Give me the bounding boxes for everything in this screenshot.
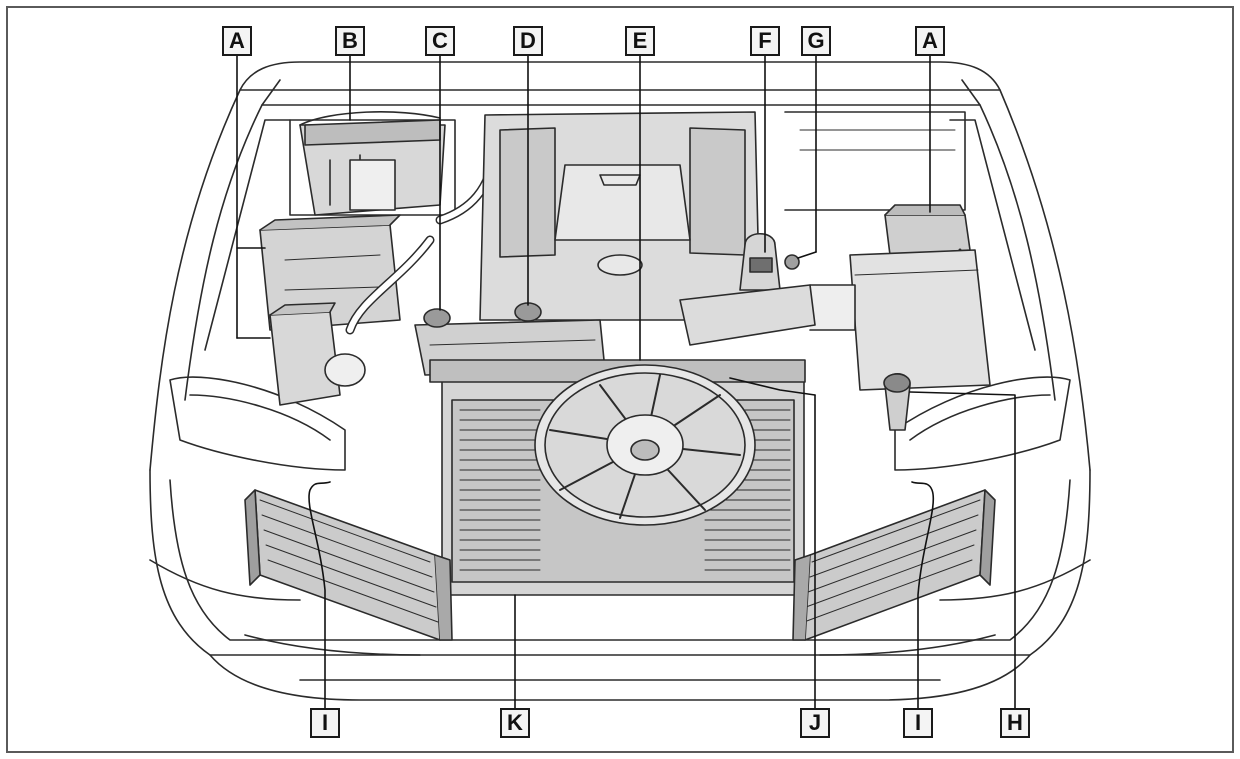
callout-k: K [500, 708, 530, 738]
callout-h: H [1000, 708, 1030, 738]
battery [299, 111, 446, 216]
vehicle-body-outline [149, 61, 1091, 701]
callout-e: E [625, 26, 655, 56]
callout-j: J [800, 708, 830, 738]
washer-fluid-cap [883, 372, 911, 431]
callout-g: G [801, 26, 831, 56]
engine-cover [479, 111, 761, 321]
callout-a-right: A [915, 26, 945, 56]
intercooler-left [244, 489, 453, 641]
air-filter-box [679, 249, 991, 391]
callout-f: F [750, 26, 780, 56]
callout-b: B [335, 26, 365, 56]
callout-d: D [513, 26, 543, 56]
brake-fluid-reservoir [739, 232, 781, 291]
callout-a-left: A [222, 26, 252, 56]
callout-i-right: I [903, 708, 933, 738]
intercooler-right [792, 489, 996, 641]
cooling-fan [534, 364, 756, 526]
dipstick-cap [784, 254, 800, 270]
fuse-box-right [884, 204, 987, 362]
callout-c: C [425, 26, 455, 56]
callout-leader-lines [236, 55, 1016, 711]
callout-i-left: I [310, 708, 340, 738]
